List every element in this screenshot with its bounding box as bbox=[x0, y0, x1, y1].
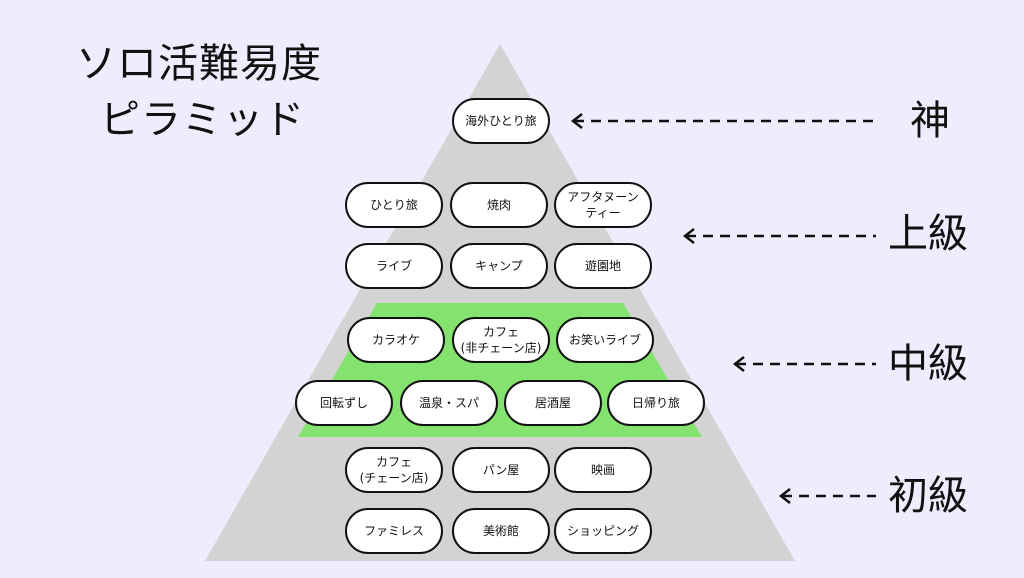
item-owarai-live: お笑いライブ bbox=[556, 317, 654, 363]
item-shopping: ショッピング bbox=[554, 508, 652, 554]
item-onsen-spa: 温泉・スパ bbox=[400, 380, 498, 426]
title-line-1: ソロ活難易度 bbox=[76, 41, 322, 87]
item-camp: キャンプ bbox=[450, 243, 548, 289]
item-live: ライブ bbox=[345, 243, 443, 289]
item-hitoritabi: ひとり旅 bbox=[345, 182, 443, 228]
item-cafe-chain: カフェ (チェーン店) bbox=[345, 447, 443, 493]
diagram-title: ソロ活難易度 ピラミッド bbox=[76, 36, 322, 148]
arrow-left-icon bbox=[732, 356, 876, 372]
item-higaeri-tabi: 日帰り旅 bbox=[607, 380, 705, 426]
level-label-shokyu: 初級 bbox=[888, 473, 968, 519]
item-karaoke: カラオケ bbox=[347, 317, 445, 363]
title-line-2: ピラミッド bbox=[100, 97, 305, 143]
arrow-left-icon bbox=[570, 113, 876, 129]
item-yuenchi: 遊園地 bbox=[554, 243, 652, 289]
item-afternoon-tea: アフタヌーン ティー bbox=[554, 182, 652, 228]
item-panya: パン屋 bbox=[452, 447, 550, 493]
item-kaitenzushi: 回転ずし bbox=[295, 380, 393, 426]
item-famires: ファミレス bbox=[345, 508, 443, 554]
level-label-chukyu: 中級 bbox=[888, 341, 968, 387]
arrow-left-icon bbox=[778, 488, 876, 504]
arrow-left-icon bbox=[682, 228, 876, 244]
item-kaigai-hitoritabi: 海外ひとり旅 bbox=[452, 98, 550, 144]
item-yakiniku: 焼肉 bbox=[450, 182, 548, 228]
item-izakaya: 居酒屋 bbox=[504, 380, 602, 426]
level-label-kami: 神 bbox=[910, 98, 950, 144]
item-bijutsukan: 美術館 bbox=[452, 508, 550, 554]
item-eiga: 映画 bbox=[554, 447, 652, 493]
item-cafe-non-chain: カフェ (非チェーン店) bbox=[452, 317, 550, 363]
level-label-jokyu: 上級 bbox=[888, 211, 968, 257]
